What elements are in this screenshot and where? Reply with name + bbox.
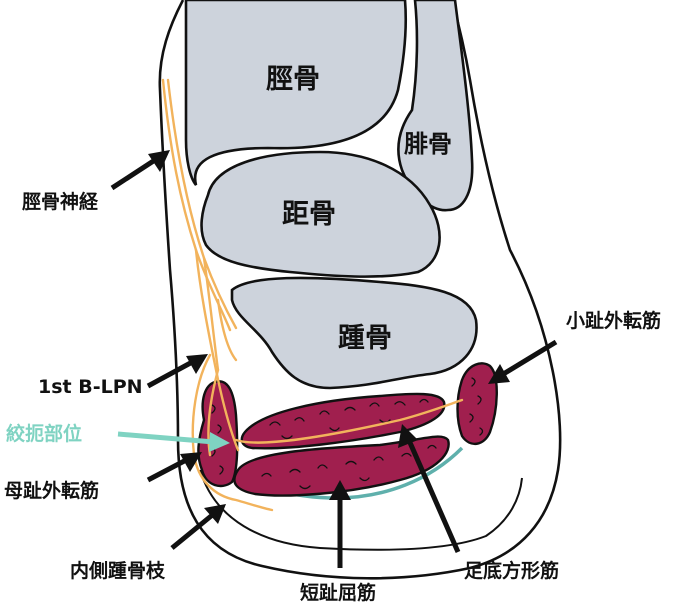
entrapment-site-label: 絞扼部位 xyxy=(6,423,83,445)
tibia-label: 脛骨 xyxy=(266,64,320,95)
talus-bone xyxy=(200,150,441,278)
abductor-hallucis-label: 母趾外転筋 xyxy=(4,480,100,502)
tibia-bone xyxy=(184,0,408,186)
muscle-texture xyxy=(211,377,484,490)
quadratus-plantae-muscle xyxy=(240,392,446,450)
first-blpn-label: 1st B-LPN xyxy=(38,376,143,398)
abductor-hallucis-muscle xyxy=(197,380,239,488)
tibial-nerve xyxy=(161,78,464,512)
calcaneus-label: 踵骨 xyxy=(338,323,392,354)
abductor-digiti-minimi-muscle xyxy=(456,362,498,445)
calcaneus-bone xyxy=(230,276,478,390)
flexor-digitorum-brevis-label: 短趾屈筋 xyxy=(300,582,377,604)
quadratus-plantae-label: 足底方形筋 xyxy=(464,560,560,582)
flexor-digitorum-brevis-muscle xyxy=(233,435,450,497)
entrapment-arrow xyxy=(117,431,230,452)
inner-outline xyxy=(199,469,523,551)
pointer-arrows xyxy=(110,150,558,568)
tibial-nerve-label: 脛骨神経 xyxy=(22,191,99,213)
abductor-digiti-minimi-label: 小趾外転筋 xyxy=(566,310,662,332)
fibula-label: 腓骨 xyxy=(404,130,452,158)
medial-calcaneal-branch-label: 内側踵骨枝 xyxy=(70,560,166,582)
foot-outline xyxy=(158,0,562,580)
talus-label: 距骨 xyxy=(282,199,336,230)
